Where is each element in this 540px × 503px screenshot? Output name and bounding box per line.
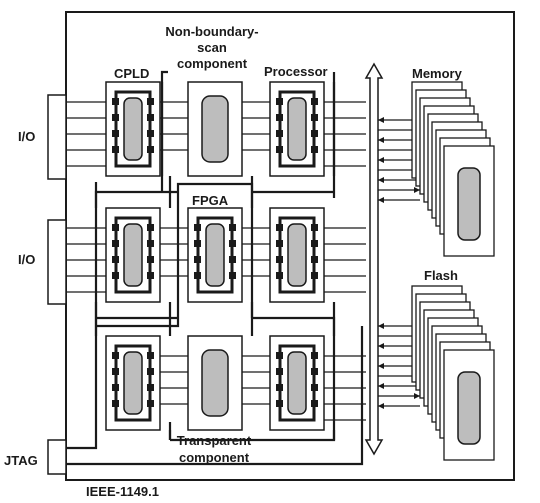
jtag-connector bbox=[47, 439, 67, 475]
io-connector-middle bbox=[47, 219, 67, 305]
flash-die bbox=[457, 371, 481, 445]
memory-label: Memory bbox=[412, 66, 463, 81]
fpga-label: FPGA bbox=[192, 193, 229, 208]
cpld-label: CPLD bbox=[114, 66, 149, 81]
memory-die bbox=[457, 167, 481, 241]
boundary-scan-cells bbox=[112, 98, 318, 407]
boundary-scan-rings bbox=[114, 90, 316, 422]
bus-branch-arrows bbox=[378, 119, 420, 407]
io-connector-top bbox=[47, 94, 67, 180]
non-boundary-label-line3: component bbox=[177, 56, 248, 71]
io-label-top: I/O bbox=[18, 129, 35, 144]
non-boundary-label-line1: Non-boundary- bbox=[165, 24, 258, 39]
bus-arrowheads bbox=[378, 117, 420, 409]
non-boundary-scan-die bbox=[201, 95, 229, 163]
flash-stack bbox=[411, 285, 495, 461]
io-label-middle: I/O bbox=[18, 252, 35, 267]
chip-dies bbox=[123, 97, 307, 415]
flash-label: Flash bbox=[424, 268, 458, 283]
non-boundary-label-line2: scan bbox=[197, 40, 227, 55]
jtag-chain-links bbox=[94, 82, 336, 440]
signal-traces bbox=[66, 101, 366, 421]
transparent-component-die bbox=[201, 349, 229, 417]
memory-stack bbox=[411, 81, 495, 257]
jtag-label: JTAG bbox=[4, 453, 38, 468]
standard-label: IEEE-1149.1 bbox=[86, 484, 159, 499]
transparent-label-line2: component bbox=[179, 450, 250, 465]
processor-label: Processor bbox=[264, 64, 328, 79]
